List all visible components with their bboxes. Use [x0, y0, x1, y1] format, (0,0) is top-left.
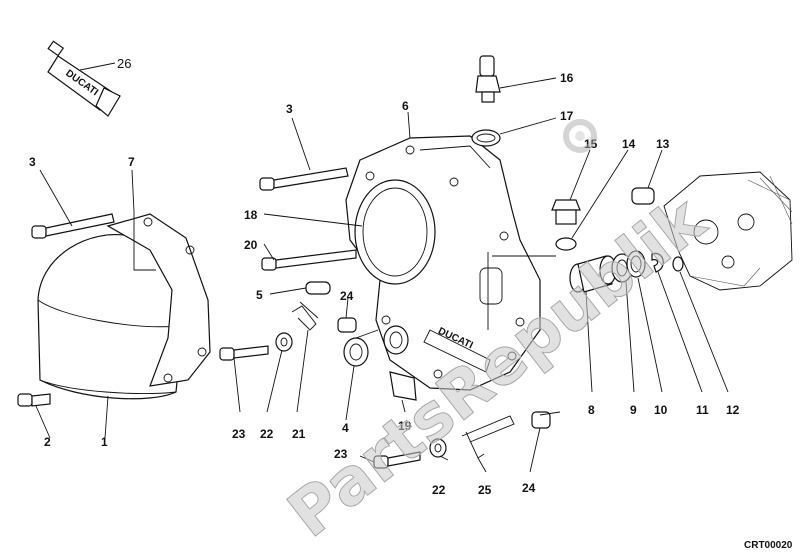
callout-12: 12 — [726, 403, 740, 417]
seal-ring — [383, 325, 409, 355]
callout-23-left: 23 — [232, 427, 246, 441]
bolt-2 — [17, 393, 51, 407]
callout-24-upper: 24 — [340, 289, 354, 303]
plate-19 — [389, 371, 417, 401]
callout-17: 17 — [560, 109, 574, 123]
bushing-24-lower — [531, 411, 551, 429]
bolt-3-left — [31, 213, 115, 239]
engine-casing — [663, 171, 793, 291]
callout-3-left: 3 — [29, 155, 36, 169]
callout-25: 25 — [478, 483, 492, 497]
dowel-13 — [631, 187, 655, 205]
callout-6: 6 — [402, 99, 409, 113]
bolt-23-lower — [373, 451, 421, 469]
callout-22-left: 22 — [260, 427, 274, 441]
callout-14: 14 — [622, 137, 636, 151]
seal-4 — [343, 337, 369, 367]
callout-4: 4 — [342, 421, 349, 435]
callout-10: 10 — [654, 403, 668, 417]
gear-watermark-icon — [563, 119, 597, 153]
callout-22-lower: 22 — [432, 483, 446, 497]
callout-9: 9 — [630, 403, 637, 417]
diagram-code: CRT00020 — [744, 540, 793, 551]
plug-15 — [551, 199, 581, 225]
o-ring-14 — [555, 237, 577, 251]
o-ring-17 — [471, 129, 501, 147]
dowel-5 — [305, 281, 331, 295]
callout-13: 13 — [656, 137, 670, 151]
callout-3-upper: 3 — [286, 102, 293, 116]
callout-7: 7 — [128, 155, 135, 169]
bolt-23-left — [219, 345, 269, 361]
bushing-24-upper — [337, 317, 357, 333]
callout-19: 19 — [398, 419, 412, 433]
bolt-3-upper — [259, 167, 349, 191]
callout-23-lower: 23 — [334, 447, 348, 461]
callout-21: 21 — [292, 427, 306, 441]
callout-5: 5 — [256, 288, 263, 302]
callout-2: 2 — [44, 435, 51, 449]
bushing-8 — [569, 255, 617, 293]
callout-20: 20 — [244, 238, 258, 252]
callout-16: 16 — [560, 71, 574, 85]
clip-21 — [291, 301, 319, 331]
washer-22-lower — [429, 438, 447, 458]
leader-lines — [35, 62, 729, 473]
washer-22-left — [275, 332, 293, 352]
callout-8: 8 — [588, 403, 595, 417]
washer-10 — [626, 250, 646, 278]
circlip-11 — [651, 252, 664, 273]
callout-18: 18 — [244, 208, 258, 222]
callout-24-lower: 24 — [522, 481, 536, 495]
callout-26: 26 — [117, 56, 131, 71]
bolt-20 — [261, 249, 357, 271]
callout-1: 1 — [101, 435, 108, 449]
callout-11: 11 — [696, 403, 709, 417]
o-ring-12 — [672, 256, 684, 272]
cover-gasket — [106, 213, 211, 387]
sensor-16 — [475, 55, 501, 103]
grease-tube: DUCATI — [47, 40, 121, 117]
